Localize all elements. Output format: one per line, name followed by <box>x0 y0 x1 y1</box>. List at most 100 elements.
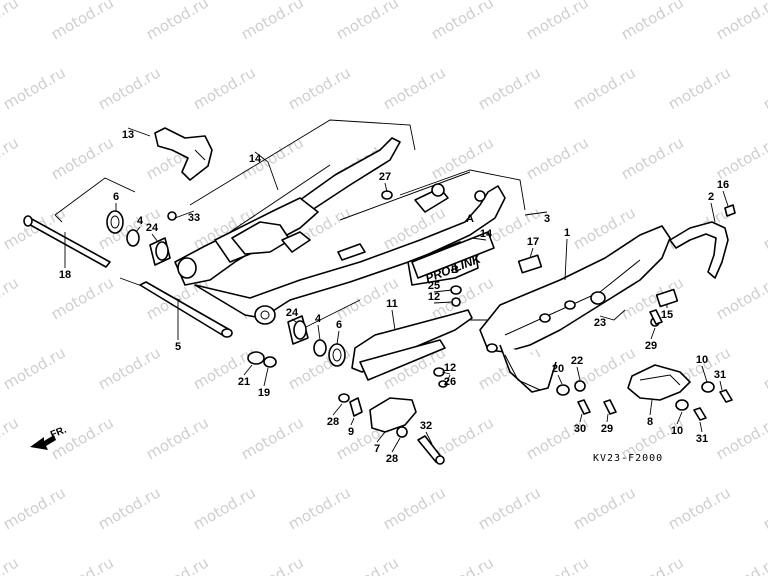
leader-line <box>576 366 581 381</box>
bolt-32 <box>417 435 445 465</box>
watermark-text: motod.ru <box>570 63 639 113</box>
watermark-text: motod.ru <box>143 0 212 43</box>
callout-label: 12 <box>428 291 440 303</box>
watermark-text: motod.ru <box>475 63 544 113</box>
leader-line <box>579 413 583 423</box>
watermark-text: motod.ru <box>428 133 497 183</box>
leader-lines <box>64 127 729 453</box>
leader-line <box>425 431 433 445</box>
callout-label: 3 <box>544 213 550 225</box>
ref-letter-a: A <box>466 213 474 225</box>
watermark-text: motod.ru <box>333 553 402 576</box>
leader-line <box>391 437 401 453</box>
slider-7 <box>369 397 417 438</box>
watermark-text: motod.ru <box>0 483 69 533</box>
watermark-text: motod.ru <box>48 133 117 183</box>
leader-line <box>606 413 609 423</box>
watermark-text: motod.ru <box>380 63 449 113</box>
watermark-text: motod.ru <box>238 413 307 463</box>
callout-label: 8 <box>647 416 653 428</box>
watermark-text: motod.ru <box>713 413 768 463</box>
leader-line <box>254 151 279 191</box>
leader-line <box>699 421 703 433</box>
watermark-text: motod.ru <box>143 413 212 463</box>
watermark-text: motod.ru <box>143 553 212 576</box>
callout-label: 28 <box>386 453 398 465</box>
leader-line <box>649 399 653 416</box>
bearing-stack-left <box>106 210 177 266</box>
watermark-text: motod.ru <box>570 483 639 533</box>
callout-label: 25 <box>428 280 440 292</box>
watermark-text: motod.ru <box>618 553 687 576</box>
watermark-text: motod.ru <box>760 63 768 113</box>
watermark-text: motod.ru <box>523 553 592 576</box>
callout-label: 28 <box>327 416 339 428</box>
callout-label: 4 <box>315 313 322 325</box>
bracket-8 <box>627 364 691 401</box>
leader-line <box>317 324 321 341</box>
callout-label: 27 <box>379 171 391 183</box>
callout-label: 11 <box>386 298 398 310</box>
callout-label: 6 <box>113 191 119 203</box>
watermark-text: motod.ru <box>523 0 592 43</box>
callout-label: 5 <box>175 341 181 353</box>
leader-line <box>391 309 396 331</box>
callout-label: 15 <box>661 309 673 321</box>
leader-line <box>135 226 141 233</box>
watermark-text: motod.ru <box>0 203 69 253</box>
leader-line <box>433 289 453 293</box>
ref-letter-b: B <box>451 264 459 276</box>
leader-line <box>445 374 451 385</box>
watermark-text: motod.ru <box>713 273 768 323</box>
leader-line <box>529 247 534 259</box>
chain-guide-2 <box>669 221 729 279</box>
leader-line <box>384 182 388 193</box>
leader-line <box>564 238 568 281</box>
watermark-text: motod.ru <box>523 133 592 183</box>
leader-line <box>701 365 708 383</box>
leader-line <box>471 237 487 241</box>
leader-line <box>174 210 195 219</box>
watermark-text: motod.ru <box>0 133 22 183</box>
callout-label: 33 <box>188 212 200 224</box>
pivot-pipe-5 <box>139 281 233 338</box>
callout-label: 18 <box>59 269 71 281</box>
callout-label: 14 <box>249 153 262 165</box>
watermark-text: motod.ru <box>0 553 22 576</box>
watermark-text: motod.ru <box>190 483 259 533</box>
watermark-text: motod.ru <box>618 0 687 43</box>
leader-line <box>332 403 343 416</box>
watermark-text: motod.ru <box>760 203 768 253</box>
callout-label: 22 <box>571 355 583 367</box>
callout-label: 21 <box>238 376 250 388</box>
diagram-code: KV23-F2000 <box>593 453 663 464</box>
watermark-text: motod.ru <box>665 483 734 533</box>
callout-label: 24 <box>286 307 299 319</box>
callout-label: 2 <box>708 191 714 203</box>
watermark-text: motod.ru <box>760 483 768 533</box>
hardware <box>381 190 736 421</box>
watermark-text: motod.ru <box>523 413 592 463</box>
callout-label: 13 <box>122 129 134 141</box>
callout-label: 12 <box>444 362 456 374</box>
collar-9 <box>338 393 363 417</box>
leader-line <box>291 318 297 323</box>
watermark-text: motod.ru <box>0 413 22 463</box>
watermark-text: motod.ru <box>95 483 164 533</box>
watermark-text: motod.ru <box>0 0 22 43</box>
callout-label: 10 <box>696 354 708 366</box>
leader-line <box>524 211 548 216</box>
callout-label: 31 <box>714 369 726 381</box>
callout-label: 6 <box>336 319 342 331</box>
watermark-text: motod.ru <box>618 133 687 183</box>
watermark-text: motod.ru <box>238 553 307 576</box>
watermark-text: motod.ru <box>0 273 22 323</box>
callout-label: 19 <box>258 387 270 399</box>
watermark-text: motod.ru <box>190 63 259 113</box>
swingarm <box>174 137 506 325</box>
leader-line <box>376 431 386 443</box>
leader-line <box>151 233 159 243</box>
watermark-text: motod.ru <box>95 343 164 393</box>
watermark-text: motod.ru <box>713 0 768 43</box>
callout-label: 26 <box>444 376 456 388</box>
